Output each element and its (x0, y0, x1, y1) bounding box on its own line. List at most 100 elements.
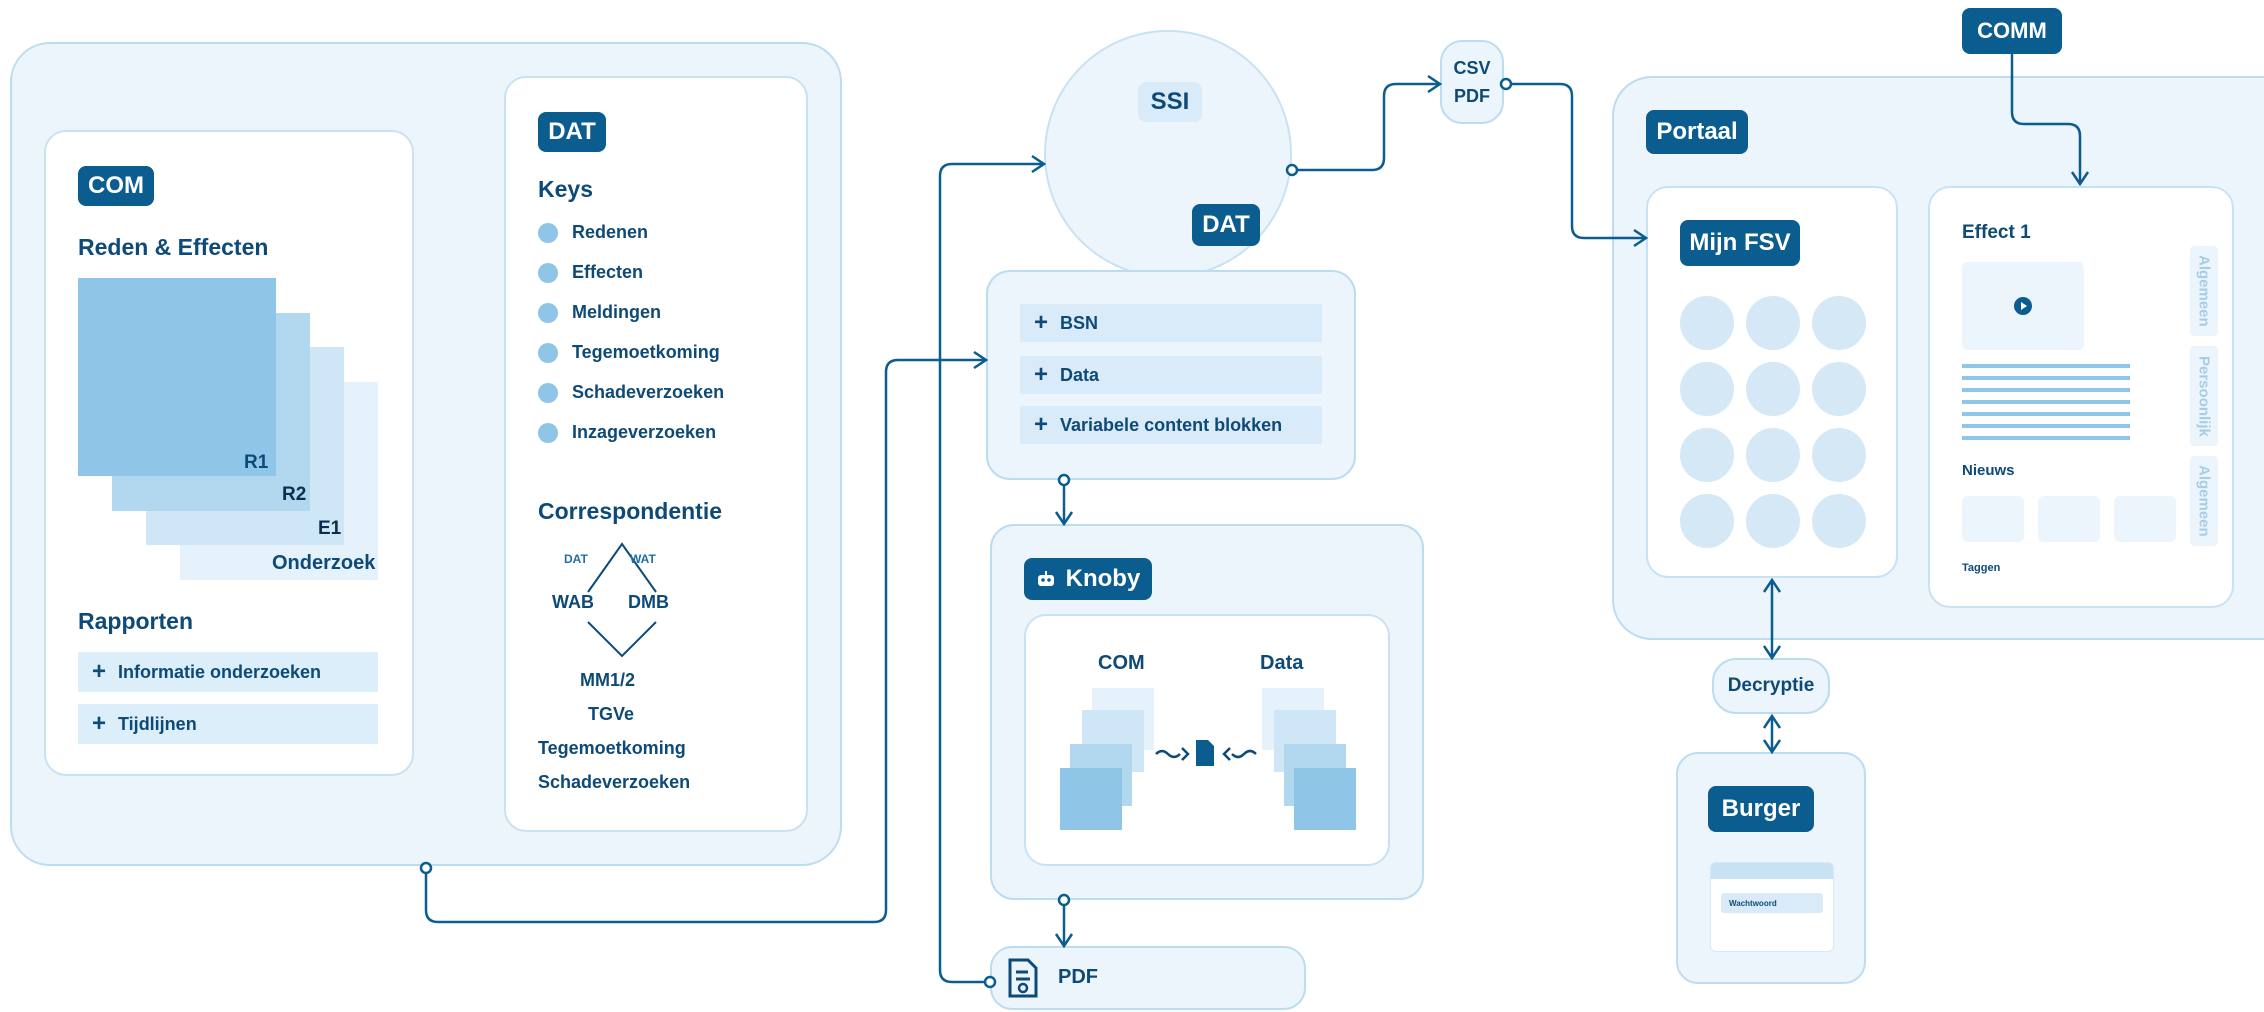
arrowhead (1427, 74, 1443, 94)
knoby-left-doc-1 (1060, 768, 1122, 830)
text-line (1962, 376, 2130, 380)
plus-icon: + (1034, 309, 1049, 336)
stack-label-r2: R2 (282, 484, 307, 505)
arrowhead (1762, 713, 1782, 729)
corr-diamond (587, 542, 657, 658)
arrowhead (1762, 577, 1782, 593)
text-line (1962, 400, 2130, 404)
ssi-row-variabele[interactable]: +Variabele content blokken (1020, 406, 1322, 444)
key-item: Meldingen (538, 302, 661, 323)
news-tile[interactable] (1962, 496, 2024, 542)
connector-dot (1057, 893, 1071, 907)
certificate-icon (1008, 958, 1038, 998)
pdf-label: PDF (1454, 86, 1490, 106)
decryptie-label: Decryptie (1727, 675, 1815, 696)
pdf-label: PDF (1058, 966, 1098, 988)
app-tile[interactable] (1680, 362, 1734, 416)
corr-dat-label: DAT (564, 552, 588, 566)
play-icon[interactable] (2013, 296, 2033, 316)
connector-dot (1499, 77, 1513, 91)
app-tile[interactable] (1680, 494, 1734, 548)
comm-tag: COMM (1962, 8, 2062, 54)
video-thumbnail[interactable] (1962, 262, 2084, 350)
key-item: Effecten (538, 262, 643, 283)
arrowhead (1054, 933, 1074, 949)
password-label: Wachtwoord (1729, 898, 1777, 908)
text-line (1962, 436, 2130, 440)
text-line (1962, 364, 2130, 368)
app-tile[interactable] (1812, 494, 1866, 548)
key-label: Redenen (572, 222, 649, 242)
app-tile[interactable] (1746, 362, 1800, 416)
app-grid (1680, 296, 1870, 548)
key-dot (538, 382, 558, 403)
app-tile[interactable] (1746, 296, 1800, 350)
key-dot (538, 342, 558, 363)
plus-icon: + (1034, 361, 1049, 388)
report-row-informatie[interactable]: + Informatie onderzoeken (78, 652, 378, 692)
key-label: Meldingen (572, 302, 661, 322)
knoby-data-label: Data (1260, 652, 1304, 674)
stack-label-e1: E1 (318, 518, 342, 539)
key-label: Inzageverzoeken (572, 422, 717, 442)
report-label: Informatie onderzoeken (118, 661, 322, 682)
ssi-row-label: Variabele content blokken (1060, 414, 1283, 435)
app-tile[interactable] (1812, 362, 1866, 416)
key-item: Schadeverzoeken (538, 382, 724, 403)
arrowhead (1633, 228, 1649, 248)
news-tile[interactable] (2038, 496, 2100, 542)
tab-algemeen-2[interactable]: Algemeen (2190, 456, 2218, 546)
keys-title: Keys (538, 176, 593, 202)
dat-card (504, 76, 808, 832)
text-line (1962, 388, 2130, 392)
corr-wat-label: WAT (630, 552, 656, 566)
key-item: Redenen (538, 222, 648, 243)
app-tile[interactable] (1680, 296, 1734, 350)
password-field[interactable]: Wachtwoord (1721, 893, 1823, 913)
connector-pdf-to-ssi (938, 162, 1042, 984)
knoby-com-label: COM (1098, 652, 1145, 674)
plus-icon: + (92, 658, 107, 685)
connector-comm-to-effect (2010, 54, 2082, 182)
connector-dot (1285, 163, 1299, 177)
arrowhead (973, 350, 989, 370)
ssi-row-bsn[interactable]: + BSN (1020, 304, 1322, 342)
text-line (1962, 412, 2130, 416)
tab-persoonlijk[interactable]: Persoonlijk (2190, 346, 2218, 446)
stack-label-r1: R1 (244, 452, 269, 473)
app-tile[interactable] (1812, 428, 1866, 482)
com-tag: COM (78, 166, 154, 206)
arrowhead (1054, 511, 1074, 527)
connector-com-to-ssi (424, 358, 984, 924)
key-dot (538, 302, 558, 323)
corr-item: Tegemoetkoming (538, 738, 686, 758)
text-line (1962, 424, 2130, 428)
report-row-tijdlijnen[interactable]: +Tijdlijnen (78, 704, 378, 744)
effect-title: Effect 1 (1962, 222, 2031, 243)
connector-dot (419, 861, 433, 875)
key-label: Tegemoetkoming (572, 342, 720, 362)
arrowhead (1762, 739, 1782, 755)
taggen-label: Taggen (1962, 562, 2001, 574)
corr-dmb-label: DMB (628, 592, 669, 612)
key-label: Schadeverzoeken (572, 382, 725, 402)
login-card: Wachtwoord (1710, 862, 1834, 952)
news-tile[interactable] (2114, 496, 2176, 542)
connector-dot (1057, 473, 1071, 487)
ssi-dat-tag: DAT (1192, 204, 1260, 246)
ssi-label: SSI (1138, 82, 1202, 122)
arrowhead (1031, 154, 1047, 174)
app-tile[interactable] (1812, 296, 1866, 350)
tab-algemeen[interactable]: Algemeen (2190, 246, 2218, 336)
connector-dot (983, 975, 997, 989)
ssi-row-data[interactable]: +Data (1020, 356, 1322, 394)
ssi-row-label: BSN (1060, 312, 1099, 333)
robot-icon (1037, 571, 1054, 586)
app-tile[interactable] (1680, 428, 1734, 482)
app-tile[interactable] (1746, 494, 1800, 548)
decryptie-box: Decryptie (1712, 658, 1830, 714)
key-label: Effecten (572, 262, 644, 282)
app-tile[interactable] (1746, 428, 1800, 482)
com-title: Reden & Effecten (78, 234, 269, 260)
portaal-tag: Portaal (1646, 110, 1748, 154)
